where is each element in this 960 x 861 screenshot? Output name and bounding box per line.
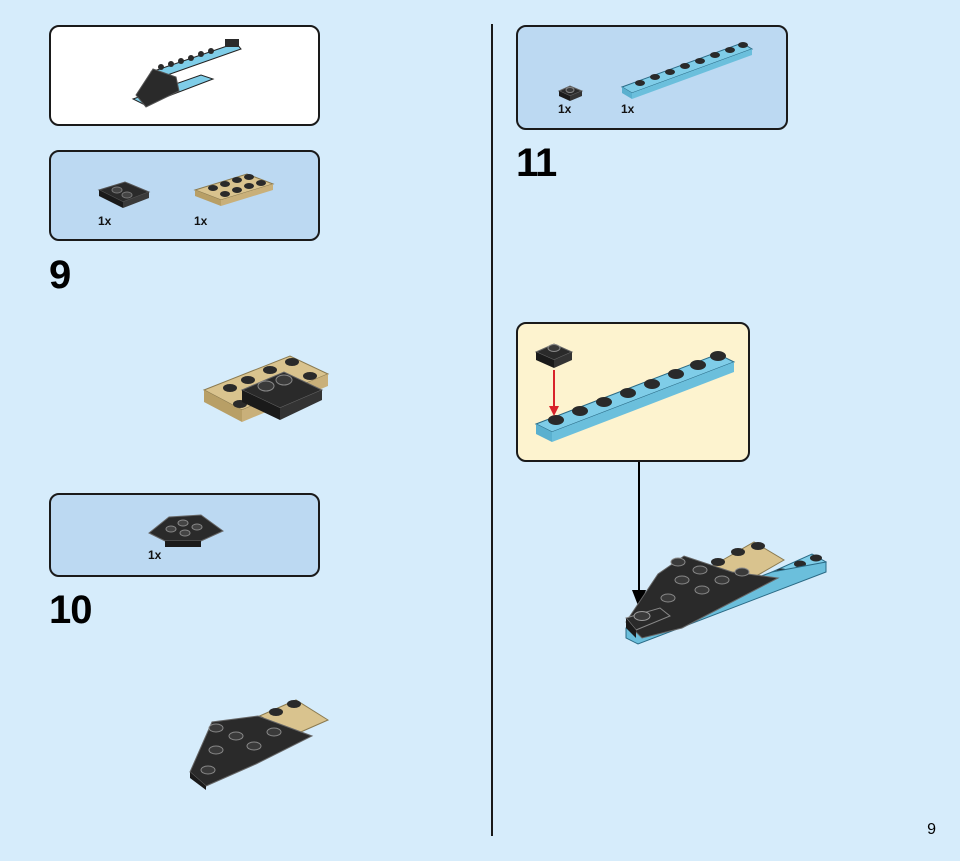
step-9-part-2-qty: 1x [194,214,208,228]
previous-build-preview [49,25,320,126]
step-10-parts-panel: 1x [49,493,320,577]
page-number: 9 [927,821,936,838]
step-10-number: 10 [49,588,92,632]
step-10-part-1-qty: 1x [148,548,162,562]
step-11-part-1-qty: 1x [558,102,572,116]
step-11-parts-panel: 1x 1x [516,25,788,130]
black-plate-1x1-icon [557,85,584,101]
step-10-assembly-illustration [189,699,330,790]
step-9-part-1-qty: 1x [98,214,112,228]
black-wedge-plate-icon [148,514,224,547]
step-11-subassembly-callout [516,322,750,462]
step-11-assembly-illustration [625,541,828,645]
black-plate-2x2-icon [97,181,151,208]
step-9-parts-panel: 1x 1x [49,150,320,241]
step-11-part-2-qty: 1x [621,102,635,116]
light-blue-plate-1x8-icon [620,42,754,99]
step-9-number: 9 [49,253,71,297]
step-9-assembly-illustration [202,355,330,422]
partial-model-illustration [131,39,242,108]
column-divider [491,24,493,836]
placement-arrow [632,462,646,608]
subassembly-illustration [534,343,736,442]
step-11-number: 11 [516,141,557,185]
tan-plate-2x4-icon [193,173,275,206]
